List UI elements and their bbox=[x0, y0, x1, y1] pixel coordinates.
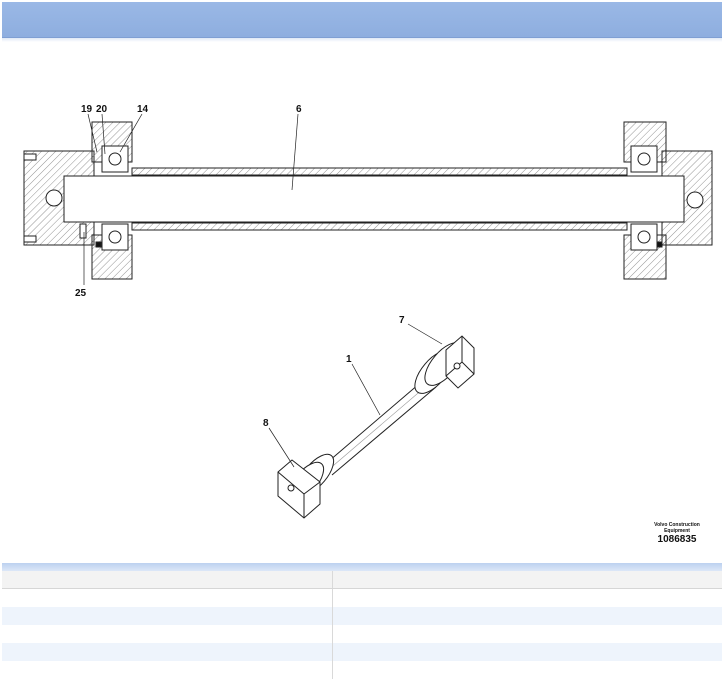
parts-table bbox=[2, 571, 722, 679]
credit-line-2: Equipment bbox=[664, 528, 690, 534]
table-header-row bbox=[2, 571, 722, 589]
iso-assembly bbox=[277, 335, 475, 519]
table-cell bbox=[2, 643, 333, 661]
shaft bbox=[63, 175, 685, 223]
table-header-cell bbox=[2, 571, 333, 588]
table-header-cell bbox=[333, 571, 722, 588]
table-cell bbox=[333, 589, 722, 607]
table-cell bbox=[2, 625, 333, 643]
table-cell bbox=[2, 589, 333, 607]
callout-7: 7 bbox=[399, 315, 405, 326]
table-cell bbox=[333, 661, 722, 679]
iso-shaft bbox=[321, 377, 437, 476]
callout-1: 1 bbox=[346, 354, 352, 365]
tube bbox=[131, 167, 628, 231]
table-cell bbox=[333, 625, 722, 643]
table-row bbox=[2, 643, 722, 661]
callout-20: 20 bbox=[96, 104, 108, 115]
section-view bbox=[23, 121, 713, 280]
table-cell bbox=[333, 643, 722, 661]
publisher-credit: Volvo Construction Equipment 1086835 bbox=[642, 522, 712, 546]
callout-6: 6 bbox=[296, 104, 302, 115]
iso-leaders bbox=[268, 323, 443, 468]
table-row bbox=[2, 589, 722, 607]
section-divider bbox=[2, 563, 722, 571]
callout-8: 8 bbox=[263, 418, 269, 429]
iso-end-right bbox=[414, 335, 475, 394]
illustration-number: 1086835 bbox=[657, 534, 697, 545]
table-cell bbox=[2, 607, 333, 625]
callout-25: 25 bbox=[75, 288, 87, 299]
header-shadow bbox=[2, 38, 722, 42]
header-bar bbox=[2, 2, 722, 38]
table-row bbox=[2, 625, 722, 643]
diagram-svg: 19 20 14 6 25 bbox=[23, 104, 713, 519]
parts-diagram: 19 20 14 6 25 bbox=[2, 42, 722, 562]
callout-19: 19 bbox=[81, 104, 93, 115]
table-row bbox=[2, 607, 722, 625]
callout-14: 14 bbox=[137, 104, 149, 115]
table-cell bbox=[2, 661, 333, 679]
right-flange bbox=[623, 121, 667, 280]
section-leaders bbox=[83, 113, 299, 285]
table-cell bbox=[333, 607, 722, 625]
table-row bbox=[2, 661, 722, 679]
iso-end-left bbox=[277, 453, 335, 519]
left-flange bbox=[79, 121, 133, 280]
credit-line-1: Volvo Construction bbox=[654, 522, 700, 528]
